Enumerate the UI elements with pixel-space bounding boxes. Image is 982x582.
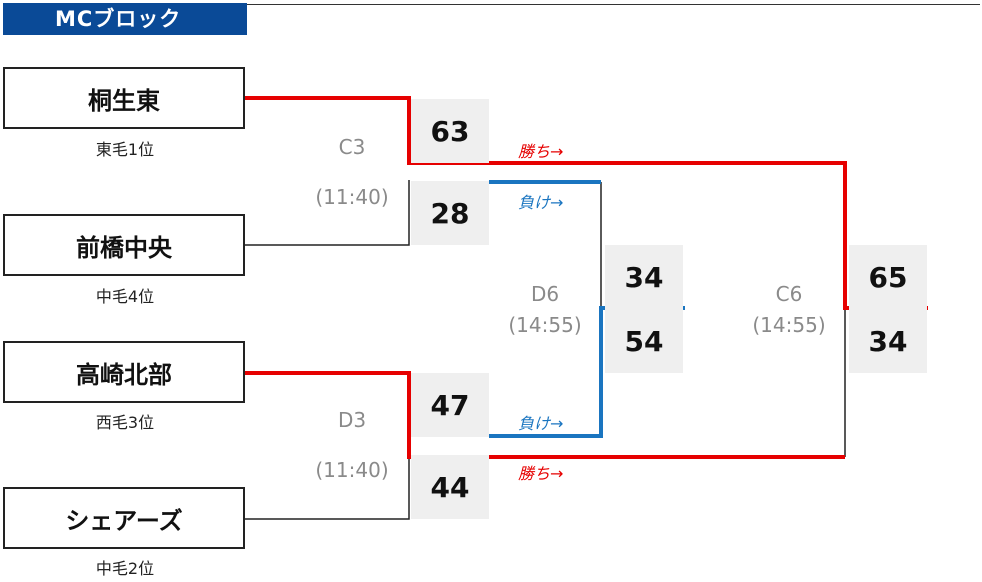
lose-label: 負け→ [518, 414, 564, 433]
team-seed: 中毛2位 [95, 559, 155, 578]
game-code: C3 [338, 135, 366, 159]
score: 54 [605, 309, 683, 373]
block-title: MCブロック [3, 3, 247, 35]
team-box: 前橋中央 [3, 214, 245, 276]
title-rule [247, 4, 980, 5]
line-team4-to-d3 [245, 457, 410, 520]
game-code: C6 [775, 282, 803, 306]
game-time: (14:55) [752, 313, 826, 337]
game-time: (11:40) [315, 458, 389, 482]
team-box: 高崎北部 [3, 341, 245, 403]
score: 34 [605, 245, 683, 309]
score: 63 [411, 99, 489, 163]
game-time: (11:40) [315, 185, 389, 209]
line-win-d3 [245, 371, 845, 459]
score: 44 [411, 455, 489, 519]
score: 65 [849, 245, 927, 309]
team-seed: 東毛1位 [95, 140, 155, 159]
win-label: 勝ち→ [518, 464, 564, 483]
lose-label: 負け→ [518, 193, 564, 212]
team-seed: 西毛3位 [95, 413, 155, 432]
game-code: D6 [530, 282, 560, 306]
team-box: シェアーズ [3, 487, 245, 549]
score: 34 [849, 309, 927, 373]
team-box: 桐生東 [3, 67, 245, 129]
win-label: 勝ち→ [518, 142, 564, 161]
score: 28 [411, 181, 489, 245]
team-seed: 中毛4位 [95, 287, 155, 306]
game-time: (14:55) [508, 313, 582, 337]
game-code: D3 [337, 408, 367, 432]
score: 47 [411, 373, 489, 437]
line-team2-to-c3 [245, 180, 410, 246]
